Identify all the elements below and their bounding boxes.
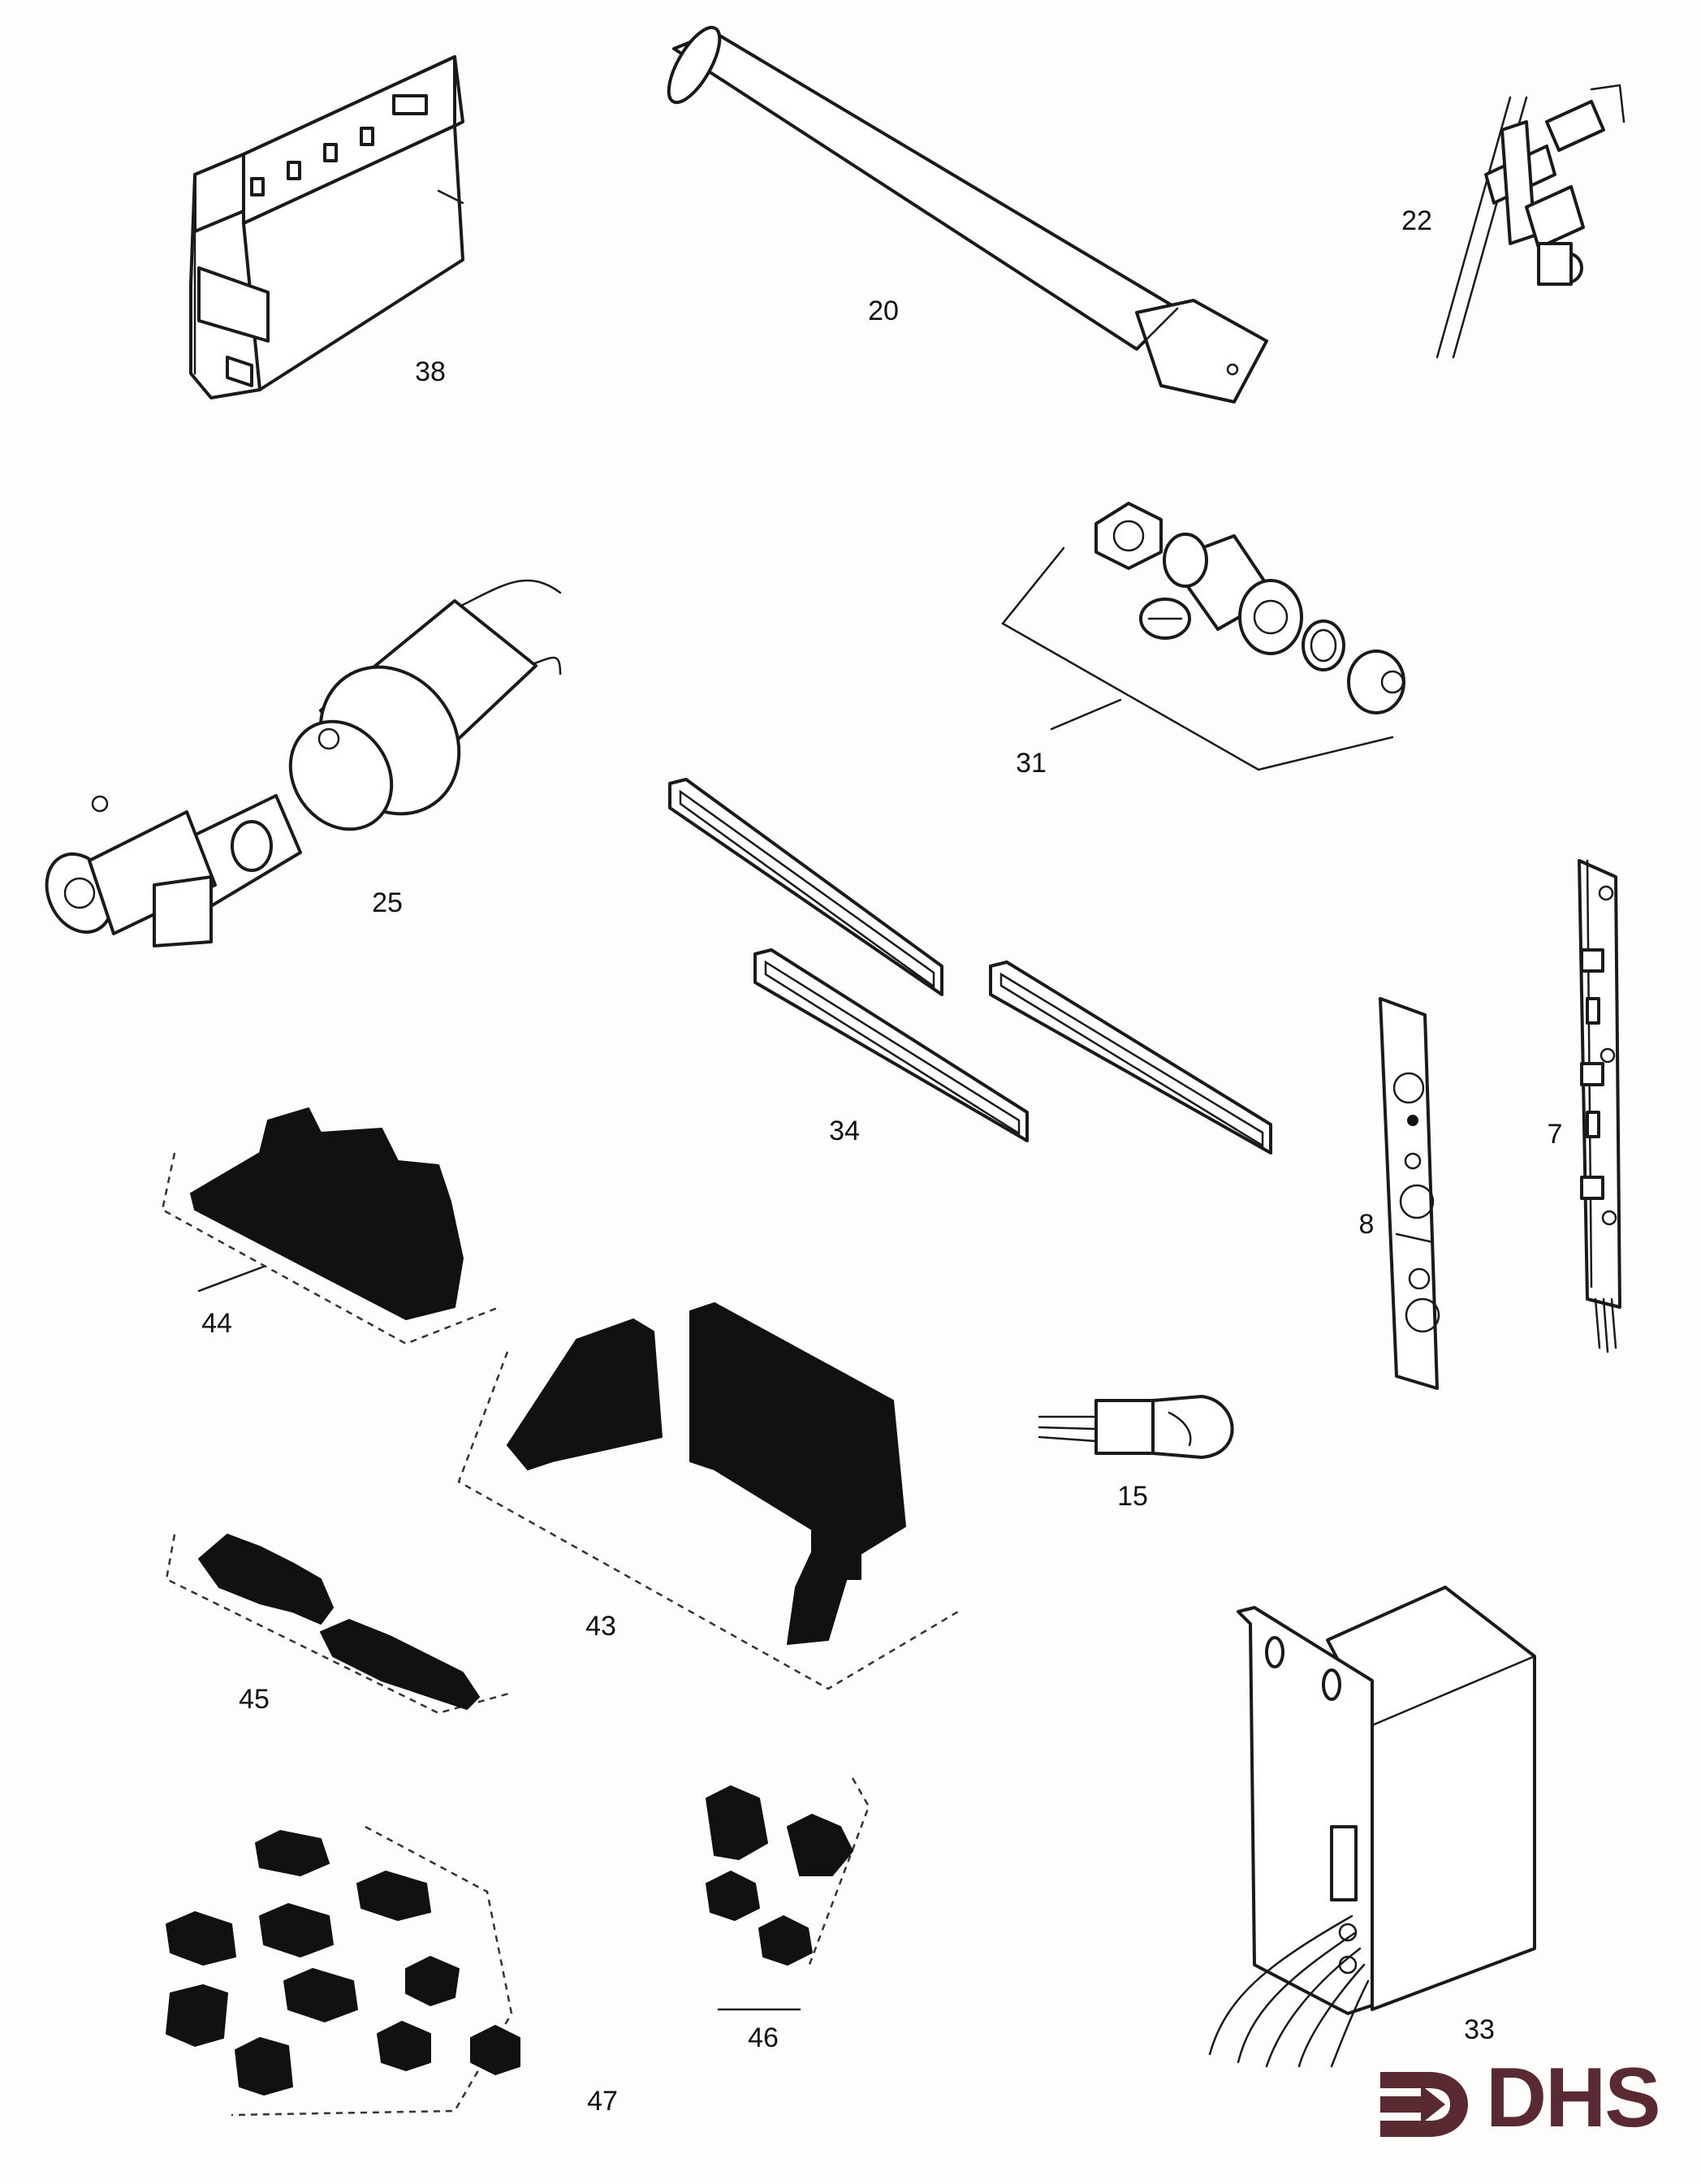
part-label-43: 43 xyxy=(585,1611,616,1642)
part-label-8: 8 xyxy=(1358,1209,1375,1240)
part-38-control-box[interactable] xyxy=(189,55,464,399)
part-20-tube[interactable] xyxy=(659,20,1268,404)
part-label-33: 33 xyxy=(1464,2014,1495,2045)
part-label-20: 20 xyxy=(868,296,899,326)
part-label-46: 46 xyxy=(748,2022,779,2053)
part-44-bracket[interactable] xyxy=(161,1107,500,1345)
part-34-gaskets[interactable] xyxy=(668,778,1272,1155)
part-label-47: 47 xyxy=(587,2086,618,2117)
part-label-34: 34 xyxy=(829,1116,860,1146)
part-label-45: 45 xyxy=(239,1684,270,1715)
part-45-coals[interactable] xyxy=(165,1534,512,1715)
part-33-transformer-box[interactable] xyxy=(1208,1586,1536,2068)
part-8-label-strip[interactable] xyxy=(1379,997,1440,1390)
part-25-solenoid-valve[interactable] xyxy=(34,579,562,947)
part-46-small-coals[interactable] xyxy=(706,1777,870,2011)
dhs-logo: DHS xyxy=(1372,2054,1681,2152)
part-label-31: 31 xyxy=(1016,748,1047,779)
part-31-fittings[interactable] xyxy=(1001,502,1405,771)
part-47-scattered-coals[interactable] xyxy=(166,1825,520,2117)
part-label-7: 7 xyxy=(1547,1119,1563,1150)
part-7-pcb-strip[interactable] xyxy=(1578,859,1621,1353)
part-label-25: 25 xyxy=(372,887,403,918)
part-label-44: 44 xyxy=(201,1308,232,1339)
logo-text: DHS xyxy=(1486,2051,1661,2145)
part-label-15: 15 xyxy=(1117,1481,1148,1512)
logo-arrow-icon xyxy=(1380,2072,1468,2137)
part-43-side-panels[interactable] xyxy=(457,1302,959,1690)
part-22-electrode-assembly[interactable] xyxy=(1435,84,1625,359)
part-label-38: 38 xyxy=(415,356,446,387)
part-15-bulb[interactable] xyxy=(1038,1395,1234,1459)
part-label-22: 22 xyxy=(1401,205,1432,236)
